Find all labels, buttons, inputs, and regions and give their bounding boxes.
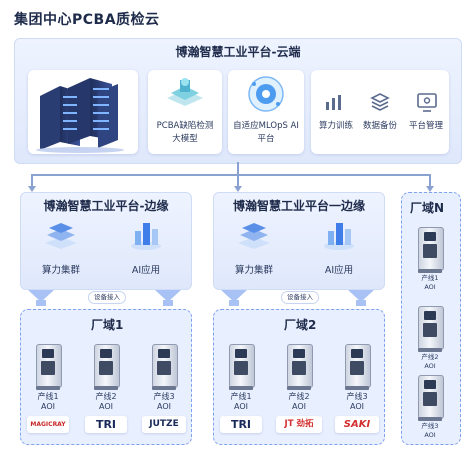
compute-training-icon[interactable] xyxy=(324,94,344,112)
ai-brain-icon xyxy=(248,76,284,112)
aoi-machine[interactable] xyxy=(418,227,444,273)
arrow-right-icon xyxy=(426,186,434,192)
compute-cluster-icon xyxy=(45,223,77,249)
arrow-left-icon xyxy=(28,186,36,192)
connector-left-drop xyxy=(31,174,33,186)
data-backup-icon[interactable] xyxy=(370,92,390,112)
factoryN-zone: 厂域N 产线1 AOI 产线2 AOI 产线3 AOI xyxy=(401,192,461,445)
ai-application-icon xyxy=(131,223,161,250)
tri-logo-text: TRI xyxy=(230,418,252,431)
machine-line-label: 产线1 xyxy=(230,392,252,401)
page-title: 集团中心PCBA质检云 xyxy=(14,12,160,28)
server-rack-icon xyxy=(36,78,124,153)
jt-logo-text: JT 劲拓 xyxy=(284,419,314,429)
edge-left-title: 博瀚智慧工业平台-边缘 xyxy=(43,199,169,213)
magicray-logo: MAGICRAY xyxy=(27,416,69,433)
machine-line-label: 产线3 xyxy=(153,392,175,401)
server-rack-card xyxy=(28,70,138,154)
aoi-machine[interactable] xyxy=(94,344,120,390)
arrow-mid-icon xyxy=(234,186,242,192)
machine-line-label: 产线2 xyxy=(421,353,439,361)
tri-logo-text: TRI xyxy=(95,418,117,431)
factory2-title: 厂域2 xyxy=(284,318,317,332)
machine-type-label: AOI xyxy=(424,283,436,291)
aoi-machine[interactable] xyxy=(36,344,62,390)
funnel-arrow-icon xyxy=(221,290,247,302)
factory1-zone: 厂域1 产线1 AOI MAGICRAY 产线2 AOI TRI 产线3 AOI… xyxy=(20,309,192,445)
funnel-arrow-icon xyxy=(348,290,374,302)
mlops-platform-card[interactable]: 自适应MLOpS AI 平台 xyxy=(228,70,304,154)
saki-logo-text: SAKI xyxy=(343,419,371,430)
machine-type-label: AOI xyxy=(424,362,436,370)
saki-logo: SAKI xyxy=(335,416,379,433)
aoi-machine[interactable] xyxy=(418,306,444,352)
factory2-zone: 厂域2 产线1 AOI TRI 产线2 AOI JT 劲拓 产线3 AOI SA… xyxy=(213,309,385,445)
machine-line-label: 产线3 xyxy=(346,392,368,401)
platform-management-icon[interactable] xyxy=(416,92,438,112)
tri-logo: TRI xyxy=(85,416,127,433)
aoi-machine[interactable] xyxy=(345,344,371,390)
edge-left-cluster-label: 算力集群 xyxy=(41,265,80,276)
connector-right-drop xyxy=(429,174,431,186)
tools-card: 算力训练 数据备份 平台管理 xyxy=(311,70,449,154)
machine-line-label: 产线3 xyxy=(421,422,439,430)
jt-logo: JT 劲拓 xyxy=(276,416,322,433)
magicray-logo-text: MAGICRAY xyxy=(30,421,66,428)
funnel-arrow-icon xyxy=(28,290,54,302)
factory1-title: 厂域1 xyxy=(91,318,124,332)
aoi-machine[interactable] xyxy=(229,344,255,390)
edge-right-access-badge: 设备接入 xyxy=(281,291,319,304)
machine-type-label: AOI xyxy=(350,402,364,411)
jutze-logo-text: JUTZE xyxy=(149,419,179,429)
machine-type-label: AOI xyxy=(41,402,55,411)
funnel-stem xyxy=(356,300,366,306)
machine-type-label: AOI xyxy=(234,402,248,411)
pcba-board-icon xyxy=(167,78,203,106)
machine-line-label: 产线2 xyxy=(288,392,310,401)
factoryN-title: 厂域N xyxy=(410,201,445,215)
machine-line-label: 产线2 xyxy=(95,392,117,401)
data-backup-label: 数据备份 xyxy=(362,121,397,131)
ai-application-icon xyxy=(324,223,354,250)
connector-horizontal xyxy=(31,174,429,176)
funnel-stem xyxy=(36,300,46,306)
pcba-model-label-1: PCBA缺陷检测 xyxy=(156,121,214,131)
edge-left-panel: 博瀚智慧工业平台-边缘 算力集群 AI应用 xyxy=(20,192,192,290)
jutze-logo: JUTZE xyxy=(142,416,186,433)
tri-logo: TRI xyxy=(220,416,262,433)
pcba-model-label-2: 大模型 xyxy=(172,134,198,144)
connector-vertical-center xyxy=(237,162,239,174)
edge-right-cluster-label: 算力集群 xyxy=(234,265,273,276)
pcba-model-card[interactable]: PCBA缺陷检测 大模型 xyxy=(148,70,222,154)
edge-right-title: 博瀚智慧工业平台一边缘 xyxy=(232,199,365,213)
compute-training-label: 算力训练 xyxy=(318,121,353,131)
funnel-stem xyxy=(163,300,173,306)
edge-left-ai-label: AI应用 xyxy=(131,265,161,276)
aoi-machine[interactable] xyxy=(152,344,178,390)
funnel-arrow-icon xyxy=(155,290,181,302)
mlops-label-1: 自适应MLOpS AI xyxy=(233,121,299,131)
machine-type-label: AOI xyxy=(292,402,306,411)
edge-right-ai-label: AI应用 xyxy=(324,265,354,276)
cloud-panel: 博瀚智慧工业平台-云端 PC xyxy=(14,38,462,164)
machine-type-label: AOI xyxy=(99,402,113,411)
aoi-machine[interactable] xyxy=(418,375,444,421)
machine-type-label: AOI xyxy=(424,431,436,439)
compute-cluster-icon xyxy=(238,223,270,249)
connector-mid-drop xyxy=(237,174,239,186)
edge-left-access-badge: 设备接入 xyxy=(88,291,126,304)
edge-right-panel: 博瀚智慧工业平台一边缘 算力集群 AI应用 xyxy=(213,192,385,290)
machine-type-label: AOI xyxy=(157,402,171,411)
platform-management-label: 平台管理 xyxy=(408,121,443,131)
funnel-stem xyxy=(229,300,239,306)
machine-line-label: 产线1 xyxy=(421,274,439,282)
machine-line-label: 产线1 xyxy=(37,392,59,401)
cloud-title: 博瀚智慧工业平台-云端 xyxy=(175,45,301,59)
aoi-machine[interactable] xyxy=(287,344,313,390)
mlops-label-2: 平台 xyxy=(257,134,275,144)
